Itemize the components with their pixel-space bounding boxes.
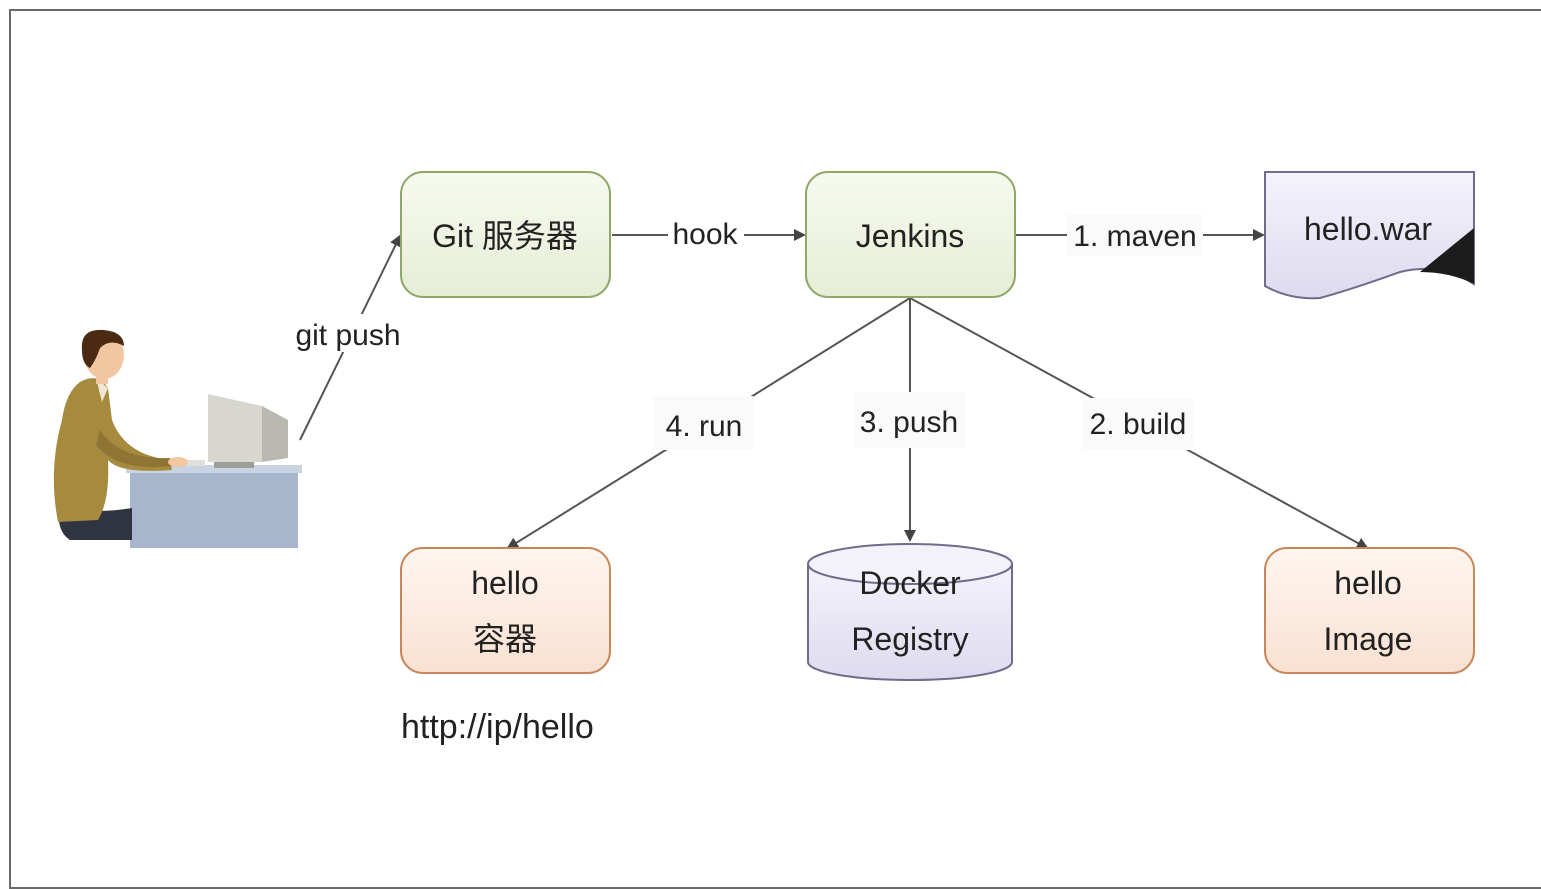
hook-label: hook bbox=[672, 218, 738, 251]
developer-illustration bbox=[53, 329, 302, 548]
container-label-line2: 容器 bbox=[473, 621, 537, 657]
node-image[interactable]: hello Image bbox=[1264, 547, 1475, 674]
edge-labels: git push hook 1. maven 2. build 3. push … bbox=[288, 214, 1203, 450]
run-label: 4. run bbox=[666, 410, 743, 443]
build-label: 2. build bbox=[1090, 408, 1187, 441]
jenkins-label: Jenkins bbox=[856, 218, 965, 254]
git-server-label: Git 服务器 bbox=[432, 218, 578, 254]
image-label-line1: hello bbox=[1334, 565, 1402, 601]
registry-label-line2: Registry bbox=[851, 621, 968, 657]
node-git-server[interactable]: Git 服务器 bbox=[400, 171, 611, 298]
push-label: 3. push bbox=[860, 406, 958, 439]
git-push-label: git push bbox=[295, 319, 400, 352]
node-container[interactable]: hello 容器 bbox=[400, 547, 611, 674]
registry-label-line1: Docker bbox=[859, 565, 961, 601]
image-label-line2: Image bbox=[1324, 621, 1413, 657]
node-jenkins[interactable]: Jenkins bbox=[805, 171, 1016, 298]
maven-label: 1. maven bbox=[1073, 220, 1196, 253]
container-label-line1: hello bbox=[471, 565, 539, 601]
url-label: http://ip/hello bbox=[401, 708, 594, 746]
node-registry[interactable]: Docker Registry bbox=[807, 543, 1013, 681]
war-file-label: hello.war bbox=[1304, 211, 1432, 247]
node-war-file[interactable]: hello.war bbox=[1264, 171, 1475, 300]
